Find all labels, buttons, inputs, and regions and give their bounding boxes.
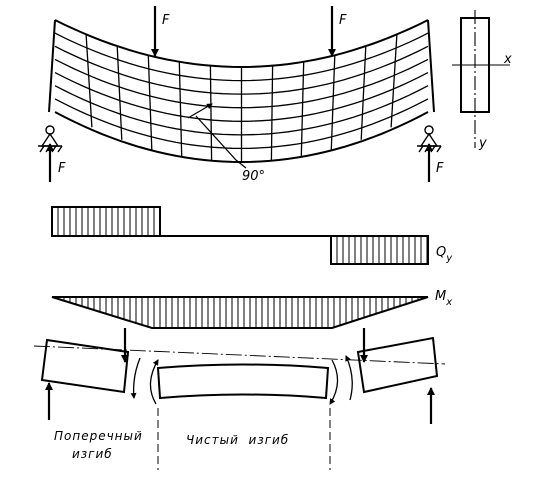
grid-section-line xyxy=(147,55,153,150)
zone-separators xyxy=(157,408,331,470)
pure-bending-caption: Чистый изгиб xyxy=(186,433,289,447)
left-segment xyxy=(40,338,130,394)
right-segment xyxy=(356,336,439,394)
reaction-force-arrows xyxy=(46,143,433,182)
beam-segments xyxy=(33,336,446,400)
shear-force-diagram xyxy=(51,206,429,265)
deformed-beam-outline xyxy=(48,19,435,164)
grid-section-line xyxy=(270,65,274,161)
right-angle-annotation xyxy=(187,103,247,169)
transverse-bending-caption-line2: изгиб xyxy=(72,447,113,461)
grid-section-line xyxy=(178,61,183,157)
transverse-bending-caption-line1: Поперечный xyxy=(54,429,143,443)
beam-left-end xyxy=(48,19,56,113)
axis-y-label: y xyxy=(478,136,487,151)
grid-section-line xyxy=(330,55,336,150)
deformed-beam-grid xyxy=(54,32,429,162)
beam-top-edge xyxy=(54,19,429,69)
cross-section xyxy=(452,10,510,148)
reaction-label-right: F xyxy=(436,161,444,176)
grid-section-line xyxy=(209,65,213,161)
moment-arrows xyxy=(130,355,353,405)
beam-bottom-edge xyxy=(54,111,429,164)
axis-x-label: x xyxy=(503,52,512,67)
segment-force-arrows xyxy=(45,328,435,424)
grid-section-line xyxy=(360,46,367,140)
right-pin-support xyxy=(417,125,442,153)
shear-label: Qy xyxy=(436,245,453,264)
grid-section-line xyxy=(390,34,398,128)
middle-segment xyxy=(156,363,330,400)
angle-label: 90° xyxy=(242,169,265,184)
force-label-left: F xyxy=(162,13,170,28)
moment-label: Mx xyxy=(435,289,452,308)
grid-section-line xyxy=(116,46,123,140)
force-label-right: F xyxy=(339,13,347,28)
grid-section-line xyxy=(300,61,305,157)
grid-section-line xyxy=(85,34,93,128)
reaction-label-left: F xyxy=(58,161,66,176)
beam-right-end xyxy=(427,19,435,113)
bending-moment-diagram xyxy=(51,296,429,329)
applied-force-arrows xyxy=(151,6,336,57)
